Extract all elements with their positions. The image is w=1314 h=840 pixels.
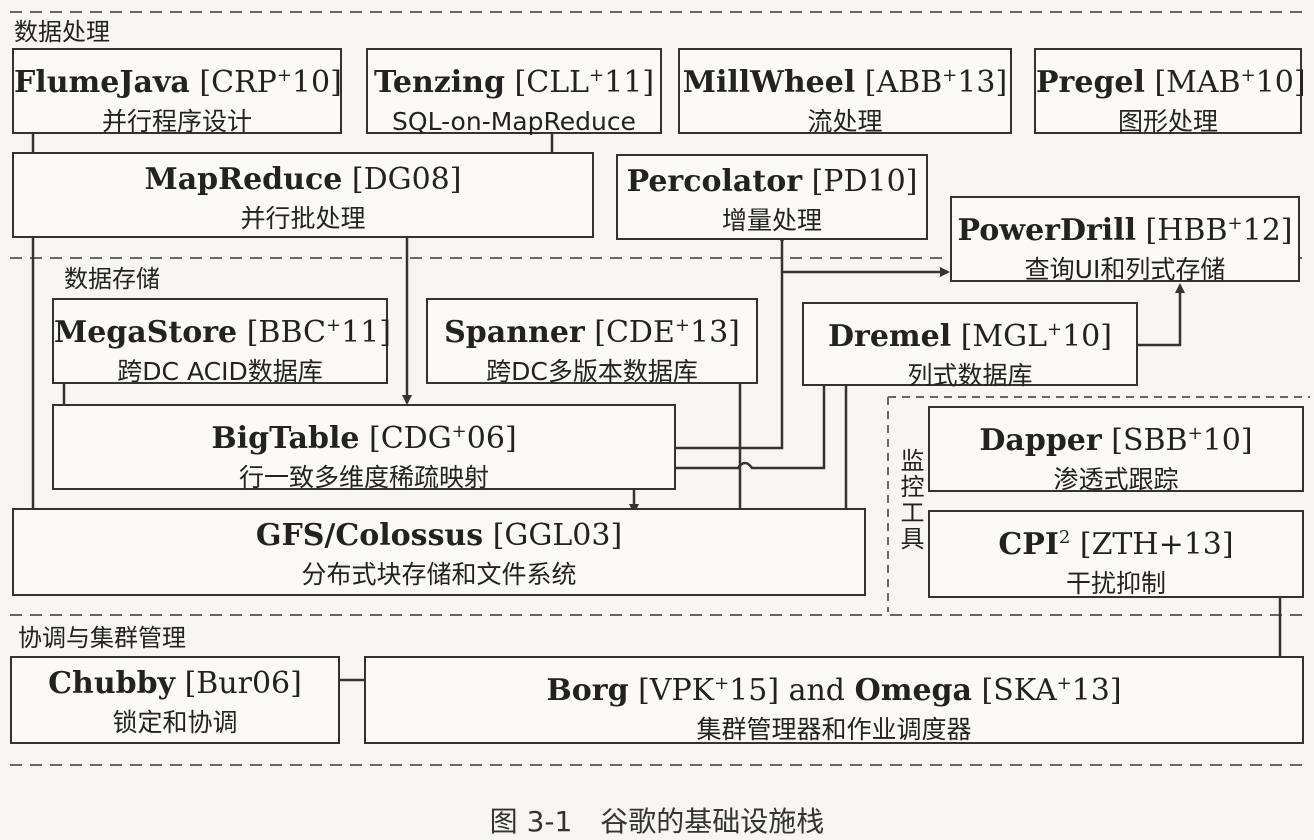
section-label-processing: 数据处理 [14,18,110,46]
box-ref: [Bur06] [184,666,302,701]
arrow-dremel-powerdrill [1110,283,1185,350]
box-ref: [GGL03] [492,518,623,553]
box-desc: 流处理 [807,107,883,136]
box-desc: 分布式块存储和文件系统 [301,560,577,589]
box-ref-sup: + [1187,423,1203,444]
box-title: MegaStore [54,315,238,350]
box-title: FlumeJava [14,65,190,100]
box-ref-sup: + [1047,319,1063,340]
box-mapreduce: MapReduce [DG08] 并行批处理 [12,152,594,238]
box-ref-sup: + [276,65,292,86]
box-title-sup: 2 [1058,527,1071,548]
arrow-dremel-bigtable [658,357,829,473]
box-borg: Borg [VPK+15] and Omega [SKA+13] 集群管理器和作… [364,656,1304,744]
box-ref-year: 10] [1255,65,1306,100]
box-title: PowerDrill [957,213,1137,248]
box-title: CPI [998,527,1059,562]
box-ref: [DG08] [351,162,462,197]
box-ref-year: 15] [729,673,780,708]
box-title: Borg [546,673,629,708]
box-ref: [MGL [960,319,1047,354]
box-ref-sup: + [674,315,690,336]
box-millwheel: MillWheel [ABB+13] 流处理 [678,48,1012,136]
box-ref-year: 11] [341,315,391,350]
box-title: Pregel [1036,65,1145,100]
box-ref: [HBB [1145,213,1228,248]
box-desc: 列式数据库 [907,361,1033,390]
box-ref-year: 12] [1242,213,1293,248]
box-title: GFS/Colossus [255,518,484,553]
box-ref: [ABB [864,65,943,100]
box-desc: 并行批处理 [240,204,366,233]
box-desc: SQL-on-MapReduce [392,107,636,136]
box-flumejava: FlumeJava [CRP+10] 并行程序设计 [12,48,342,136]
box-title: MillWheel [682,65,856,100]
box-desc: 查询UI和列式存储 [1024,255,1226,284]
box-title: MapReduce [144,162,343,197]
box-ref: [CDE [594,315,675,350]
box-megastore: MegaStore [BBC+11] 跨DC ACID数据库 [52,298,391,386]
section-label-monitoring: 监控工具 [896,448,924,552]
box-title: Dapper [979,423,1102,458]
box-ref: [VPK [638,673,715,708]
box-powerdrill: PowerDrill [HBB+12] 查询UI和列式存储 [950,196,1300,284]
box-ref: [CRP [199,65,277,100]
box-desc: 行一致多维度稀疏映射 [238,463,489,492]
box-bigtable: BigTable [CDG+06] 行一致多维度稀疏映射 [52,404,676,492]
box-desc: 锁定和协调 [112,708,238,737]
box-ref-year: 10] [1062,319,1112,354]
box-percolator: Percolator [PD10] 增量处理 [616,154,928,240]
box-dremel: Dremel [MGL+10] 列式数据库 [802,302,1138,390]
box-ref-sup: + [714,673,730,694]
box-desc: 并行程序设计 [101,107,252,136]
box-title: Dremel [828,319,952,354]
box-ref-sup: + [326,315,342,336]
box-ref-year: 11] [604,65,655,100]
box-title: BigTable [211,421,360,456]
box-ref-year: 10] [1202,423,1253,458]
box-ref: [CLL [514,65,590,100]
box-desc: 跨DC多版本数据库 [486,357,698,386]
box-ref-year: 10] [291,65,342,100]
box-ref: [CDG [368,421,452,456]
box-title: Percolator [626,164,803,199]
box-ref-year: 06] [466,421,517,456]
box-ref: [BBC [246,315,326,350]
box-desc: 跨DC ACID数据库 [117,357,323,386]
box-ref: [PD10] [811,164,918,199]
box-ref-sup-2: + [1056,673,1072,694]
box-cpi2: CPI2 [ZTH+13] 干扰抑制 [928,510,1304,598]
box-ref: [MAB [1154,65,1241,100]
box-dapper: Dapper [SBB+10] 渗透式跟踪 [928,406,1304,494]
section-label-cluster: 协调与集群管理 [18,624,186,652]
box-ref-sup: + [589,65,605,86]
box-pregel: Pregel [MAB+10] 图形处理 [1034,48,1306,136]
box-ref-2: [SKA [981,673,1057,708]
section-label-storage: 数据存储 [64,265,160,293]
box-ref-year-2: 13] [1071,673,1122,708]
box-desc: 干扰抑制 [1065,569,1166,598]
box-desc: 集群管理器和作业调度器 [696,715,972,744]
box-title-2: Omega [854,673,972,708]
box-ref: [ZTH+13] [1079,527,1234,562]
box-desc: 图形处理 [1117,107,1218,136]
box-ref-year: 13] [689,315,740,350]
box-tenzing: Tenzing [CLL+11] SQL-on-MapReduce [366,48,662,136]
box-ref-sup: + [451,421,467,442]
box-and: and [788,673,846,708]
box-title: Spanner [444,315,585,350]
box-title: Tenzing [373,65,505,100]
box-desc: 渗透式跟踪 [1053,465,1179,494]
box-gfs: GFS/Colossus [GGL03] 分布式块存储和文件系统 [12,508,866,596]
box-ref-year: 13] [957,65,1008,100]
box-chubby: Chubby [Bur06] 锁定和协调 [10,656,340,744]
box-ref-sup: + [1240,65,1256,86]
box-ref: [SBB [1111,423,1188,458]
box-spanner: Spanner [CDE+13] 跨DC多版本数据库 [426,298,758,386]
box-ref-sup: + [942,65,958,86]
box-ref-sup: + [1227,213,1243,234]
box-desc: 增量处理 [721,206,822,235]
box-title: Chubby [48,666,176,701]
figure-caption: 图 3-1 谷歌的基础设施栈 [489,805,825,838]
